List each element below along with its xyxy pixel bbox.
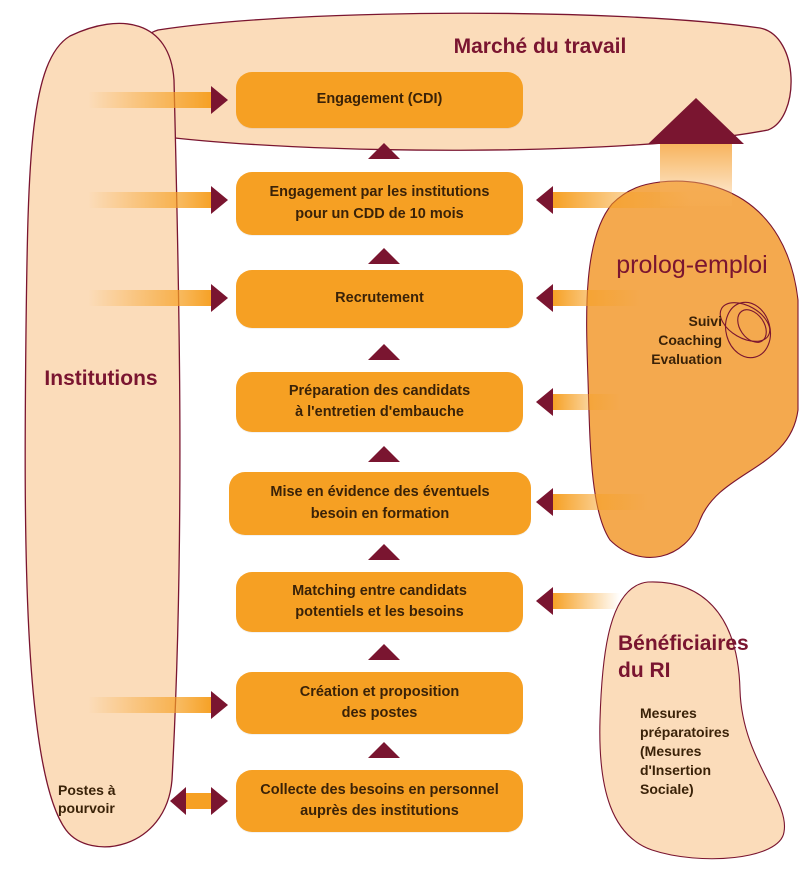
up-triangles bbox=[368, 143, 400, 758]
step-label: Mise en évidence des éventuels besoin en… bbox=[270, 484, 490, 522]
left-arrow-head bbox=[211, 86, 228, 114]
beneficiaires-blob bbox=[599, 581, 786, 860]
left-arrows bbox=[88, 86, 228, 815]
institutions-ellipse bbox=[24, 22, 181, 848]
right-arrow-head bbox=[536, 186, 553, 214]
left-arrow-head bbox=[211, 691, 228, 719]
prolog-services: Suivi Coaching Evaluation bbox=[651, 313, 722, 367]
step-preparation-box: Préparation des candidats à l'entretien … bbox=[236, 372, 523, 432]
left-arrow-shaft bbox=[88, 92, 213, 108]
up-triangle bbox=[368, 446, 400, 462]
beneficiaires-title: Bénéficiaires du RI bbox=[618, 632, 749, 683]
right-arrow-shaft bbox=[552, 593, 620, 609]
right-arrow-shaft bbox=[552, 290, 640, 306]
up-triangle bbox=[368, 143, 400, 159]
up-triangle bbox=[368, 742, 400, 758]
left-arrow-head bbox=[211, 186, 228, 214]
right-arrow-head bbox=[536, 488, 553, 516]
left-arrow-shaft bbox=[88, 290, 213, 306]
left-arrow-shaft bbox=[88, 192, 213, 208]
step-label: Engagement (CDI) bbox=[316, 91, 443, 108]
step-label: Engagement par les institutions pour un … bbox=[269, 184, 490, 222]
institutions-label: Institutions bbox=[44, 367, 158, 390]
up-triangle bbox=[368, 644, 400, 660]
step-label: Collecte des besoins en personnel auprès… bbox=[260, 781, 499, 819]
up-triangle bbox=[368, 544, 400, 560]
double-arrow-left-head bbox=[170, 787, 186, 815]
double-arrow-right-head bbox=[211, 787, 228, 815]
up-triangle bbox=[368, 248, 400, 264]
step-cdd-box: Engagement par les institutions pour un … bbox=[236, 172, 523, 235]
right-arrow-shaft bbox=[552, 192, 690, 208]
step-label: Création et proposition des postes bbox=[299, 683, 460, 721]
right-arrow-shaft bbox=[552, 394, 620, 410]
step-label: Matching entre candidats potentiels et l… bbox=[292, 582, 467, 620]
step-label: Préparation des candidats à l'entretien … bbox=[288, 382, 471, 420]
up-triangle bbox=[368, 344, 400, 360]
market-label: Marché du travail bbox=[453, 35, 627, 58]
left-arrow-shaft bbox=[88, 697, 213, 713]
step-matching-box: Matching entre candidats potentiels et l… bbox=[236, 572, 523, 632]
step-creation-box: Création et proposition des postes bbox=[236, 672, 523, 734]
step-recrutement-box: Recrutement bbox=[236, 270, 523, 328]
step-label: Recrutement bbox=[335, 290, 424, 307]
right-arrow-head bbox=[536, 587, 553, 615]
step-cdi-box: Engagement (CDI) bbox=[236, 72, 523, 128]
prolog-swirl-icon bbox=[719, 301, 772, 359]
step-collecte-box: Collecte des besoins en personnel auprès… bbox=[236, 770, 523, 832]
right-arrow-shaft bbox=[552, 494, 648, 510]
prolog-logo-text: prolog-emploi bbox=[616, 251, 768, 279]
beneficiaires-measures: Mesures préparatoires (Mesures d'Inserti… bbox=[640, 705, 730, 797]
right-arrow-head bbox=[536, 388, 553, 416]
left-arrow-head bbox=[211, 284, 228, 312]
prolog-blob bbox=[586, 180, 799, 558]
right-arrow-head bbox=[536, 284, 553, 312]
right-arrows bbox=[536, 186, 690, 615]
postes-label: Postes à pourvoir bbox=[58, 782, 116, 816]
step-formation-box: Mise en évidence des éventuels besoin en… bbox=[229, 472, 531, 535]
double-arrow-shaft bbox=[184, 793, 214, 809]
